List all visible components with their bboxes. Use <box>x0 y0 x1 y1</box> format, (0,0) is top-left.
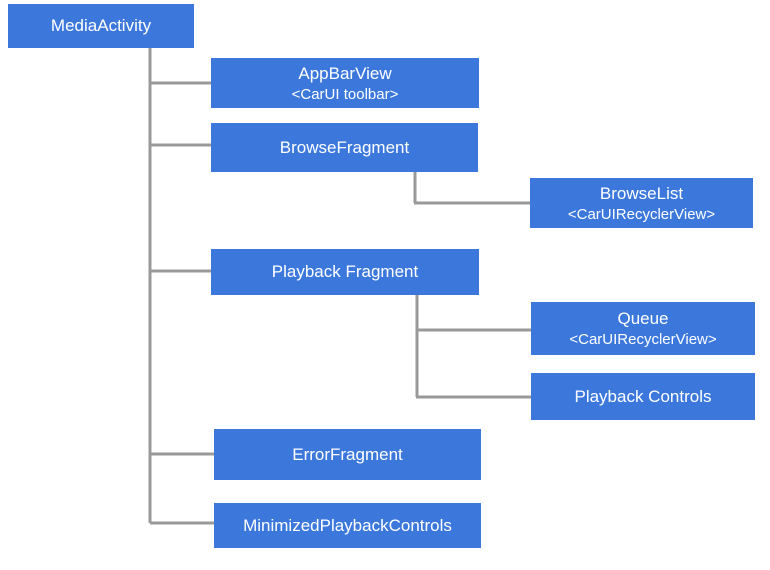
node-minimized-playback-controls-label: MinimizedPlaybackControls <box>243 515 452 535</box>
node-error-fragment-label: ErrorFragment <box>292 444 403 464</box>
node-playback-controls-label: Playback Controls <box>574 386 712 406</box>
node-queue-sublabel: <CarUIRecyclerView> <box>569 331 717 348</box>
node-app-bar-view: AppBarView <CarUI toolbar> <box>211 58 479 108</box>
node-playback-controls: Playback Controls <box>531 373 755 420</box>
node-browse-list-sublabel: <CarUIRecyclerView> <box>567 205 716 223</box>
node-browse-fragment-label: BrowseFragment <box>279 137 410 157</box>
node-app-bar-view-label: AppBarView <box>298 63 392 83</box>
node-media-activity-label: MediaActivity <box>50 16 152 35</box>
node-queue-label: Queue <box>617 309 669 328</box>
node-browse-fragment: BrowseFragment <box>211 123 478 172</box>
node-minimized-playback-controls: MinimizedPlaybackControls <box>214 503 481 548</box>
node-error-fragment: ErrorFragment <box>214 429 481 480</box>
node-browse-list-label: BrowseList <box>599 183 684 203</box>
node-browse-list: BrowseList <CarUIRecyclerView> <box>530 178 753 228</box>
node-app-bar-view-sublabel: <CarUI toolbar> <box>291 85 399 103</box>
node-playback-fragment: Playback Fragment <box>211 249 479 295</box>
node-playback-fragment-label: Playback Fragment <box>271 262 419 281</box>
node-media-activity: MediaActivity <box>8 4 194 48</box>
node-queue: Queue <CarUIRecyclerView> <box>531 302 755 355</box>
